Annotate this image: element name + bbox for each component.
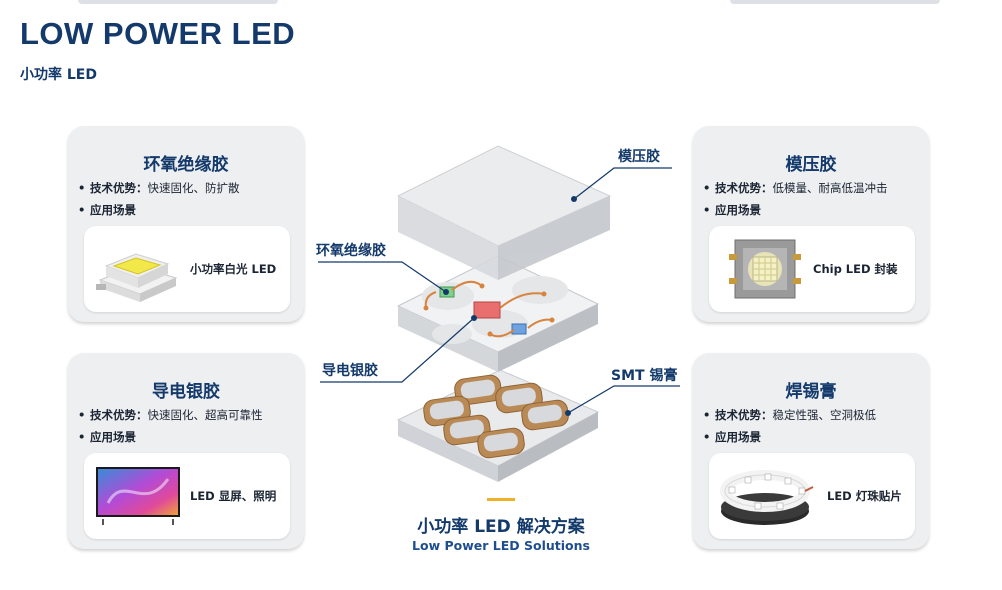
accent-dash [487,498,515,501]
card-epoxy-application: 应用场景 [78,202,136,218]
card-solder-app-box: LED 灯珠贴片 [709,453,915,539]
cob-led-chip-icon [729,239,801,299]
led-display-icon [96,467,180,525]
card-epoxy-title: 环氧绝缘胶 [143,155,229,175]
callout-epoxy: 环氧绝缘胶 [316,243,386,259]
page-title: LOW POWER LED [20,16,296,51]
smt-layer [396,369,600,482]
card-mold-app-label: Chip LED 封装 [813,262,898,276]
chip-layer [396,255,600,372]
card-solder-advantage: 技术优势：稳定性强、空洞极低 [703,407,876,423]
card-silver-app-label: LED 显屏、照明 [190,489,277,503]
card-silver-app-box: LED 显屏、照明 [84,453,290,539]
card-mold-app-box: Chip LED 封装 [709,226,915,312]
card-epoxy: 环氧绝缘胶 技术优势：快速固化、防扩散 应用场景 小功率白光 LED [68,126,304,322]
top-shade-right [730,0,940,4]
callout-smt: SMT 锡膏 [611,368,678,384]
solutions-title: 小功率 LED 解决方案 [417,517,585,537]
card-silver-advantage: 技术优势：快速固化、超高可靠性 [78,407,263,423]
card-epoxy-app-label: 小功率白光 LED [190,262,277,276]
card-mold-application: 应用场景 [703,202,761,218]
card-mold: 模压胶 技术优势：低模量、耐高低温冲击 应用场景 Chip LED 封装 [693,126,929,322]
top-shade-left [78,0,278,4]
callout-silver: 导电银胶 [322,363,378,379]
card-epoxy-advantage: 技术优势：快速固化、防扩散 [78,180,240,196]
card-solder-title: 焊锡膏 [785,382,837,402]
card-solder-application: 应用场景 [703,429,761,445]
card-mold-title: 模压胶 [785,155,837,175]
card-silver-application: 应用场景 [78,429,136,445]
callout-mold: 模压胶 [618,149,660,165]
card-epoxy-app-box: 小功率白光 LED [84,226,290,312]
mold-layer [396,145,612,280]
led-strip-reel-icon [720,470,814,525]
card-silver-title: 导电银胶 [152,382,220,402]
white-smd-led-icon [96,253,178,302]
page-subtitle: 小功率 LED [20,67,97,83]
card-silver: 导电银胶 技术优势：快速固化、超高可靠性 应用场景 LED 显屏、照明 [68,353,304,549]
card-mold-advantage: 技术优势：低模量、耐高低温冲击 [703,180,888,196]
card-solder: 焊锡膏 技术优势：稳定性强、空洞极低 应用场景 LED 灯珠贴片 [693,353,929,549]
card-solder-app-label: LED 灯珠贴片 [827,489,902,503]
solutions-subtitle: Low Power LED Solutions [412,538,590,553]
